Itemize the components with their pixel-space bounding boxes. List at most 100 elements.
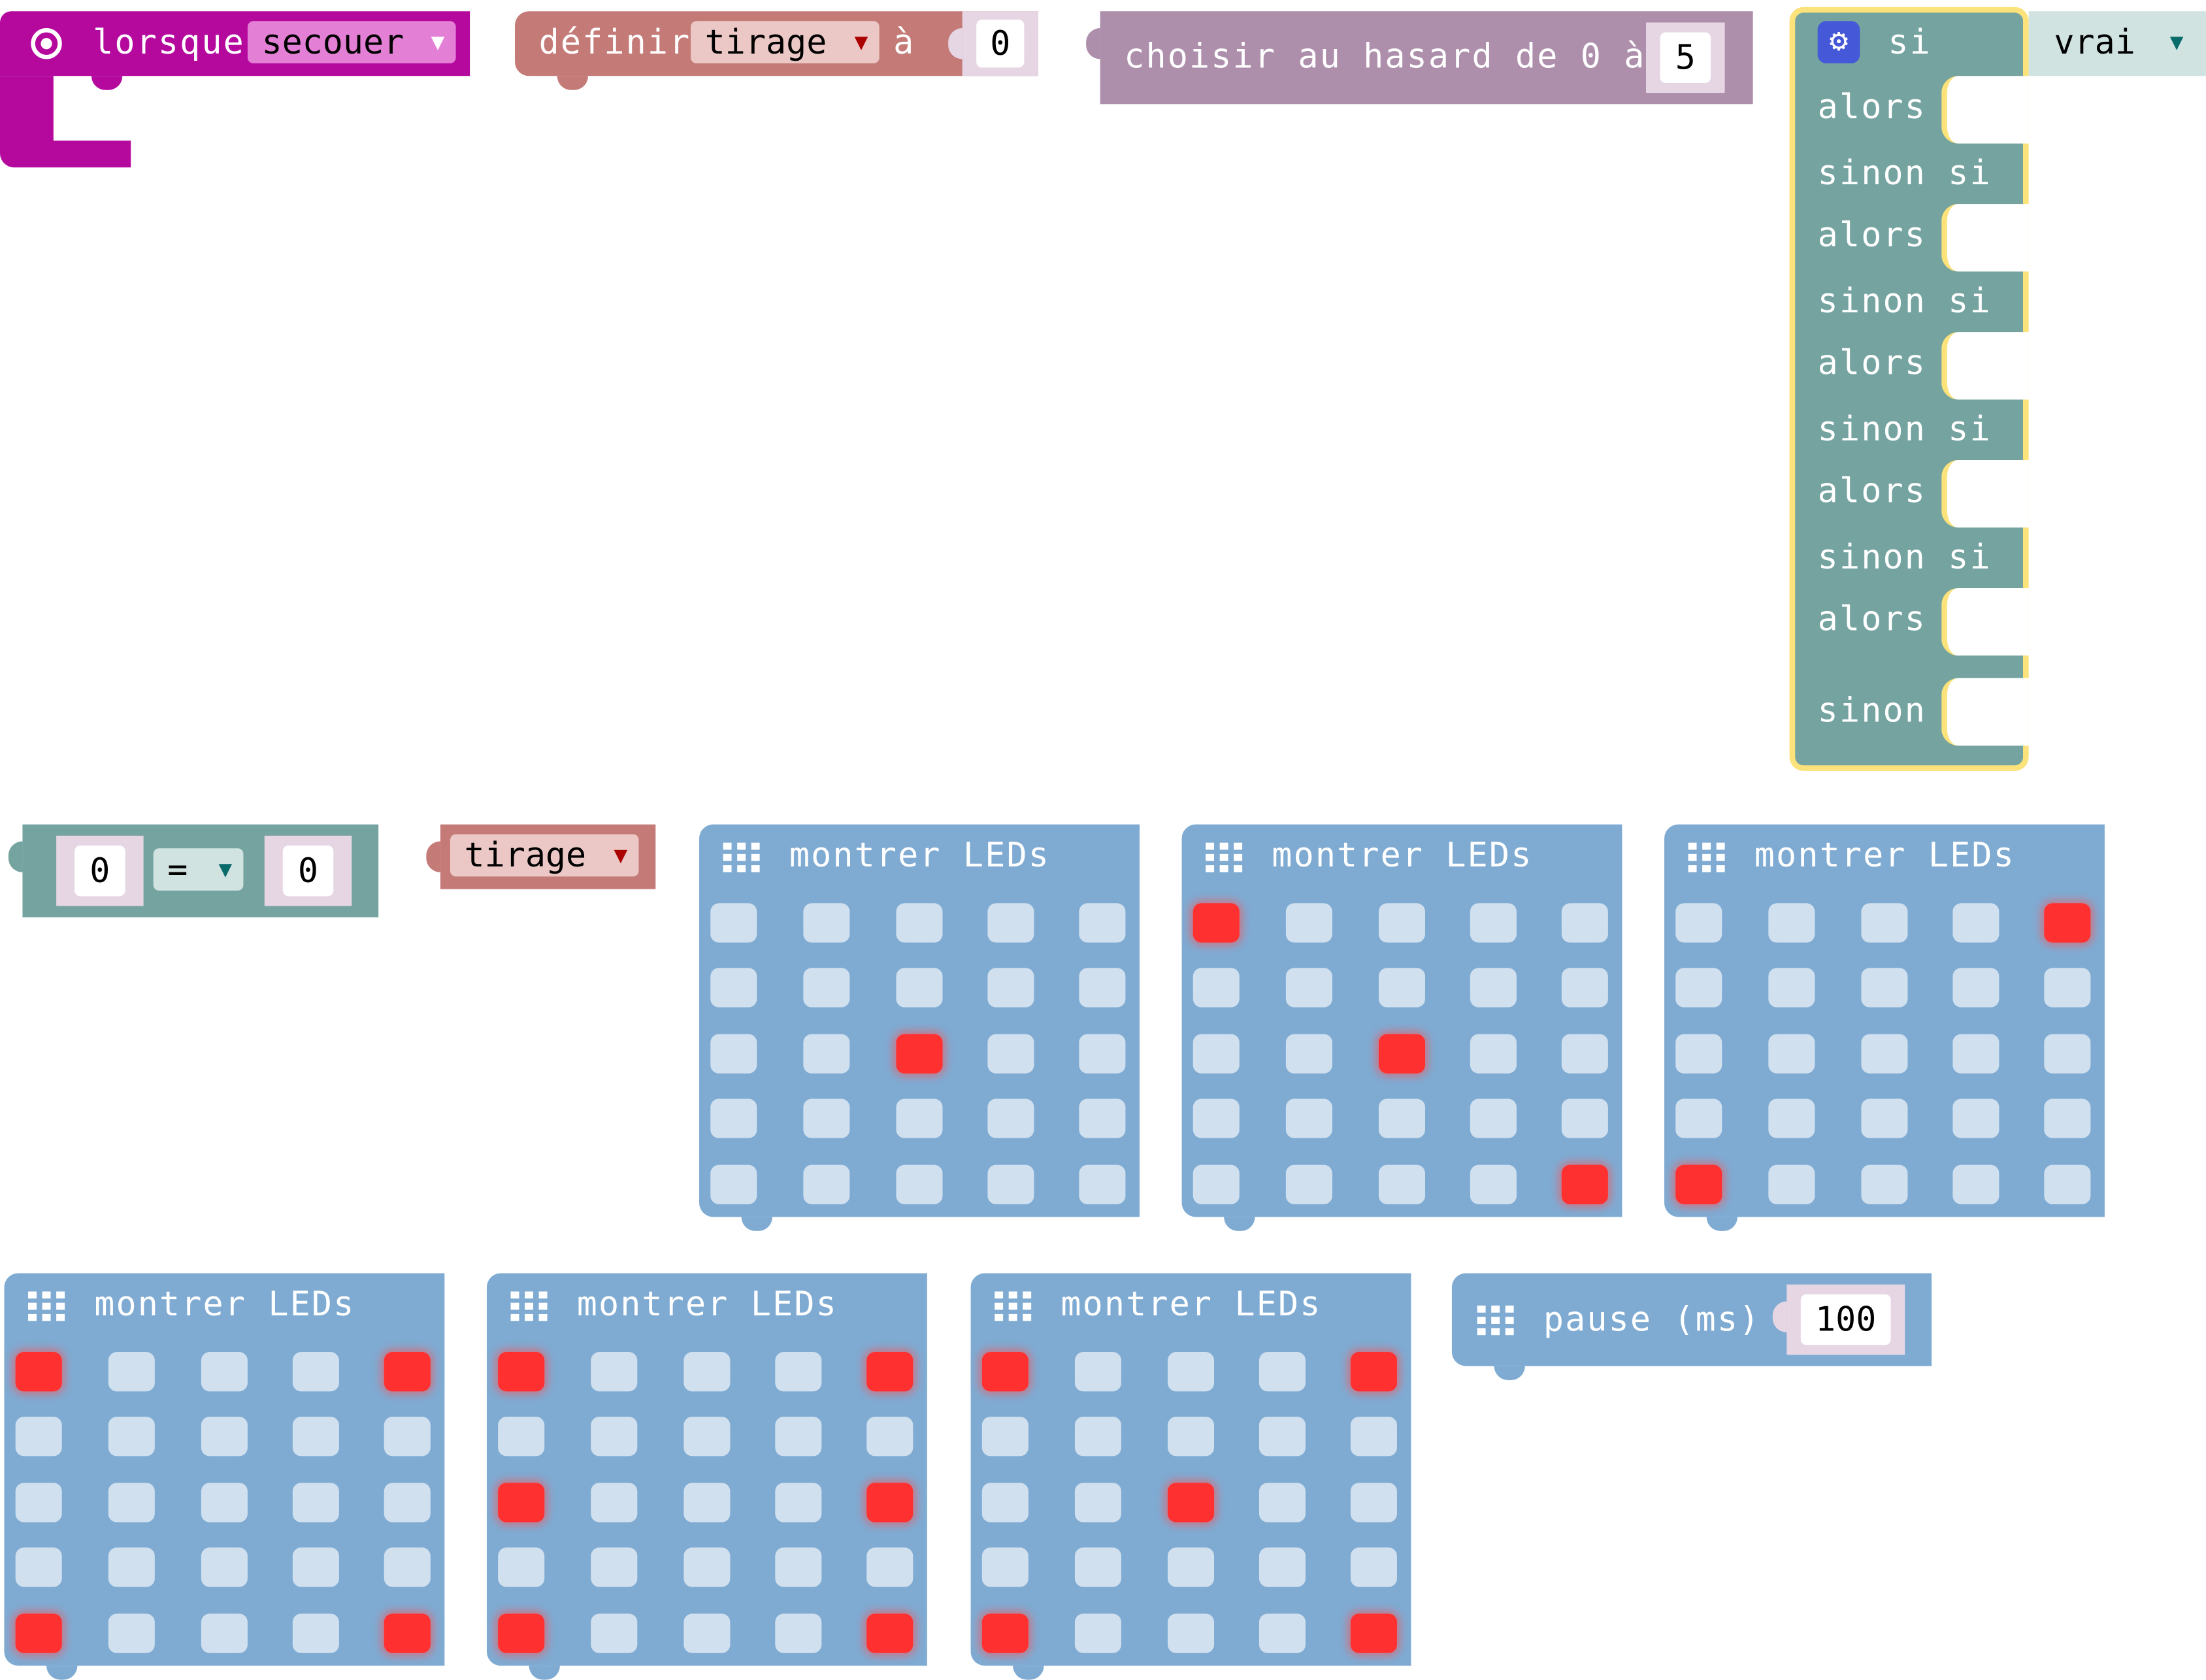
led-cell-off[interactable] [2044, 1034, 2091, 1074]
led-cell-off[interactable] [591, 1547, 638, 1587]
led-cell-off[interactable] [987, 903, 1034, 943]
led-cell-off[interactable] [710, 1164, 757, 1204]
led-cell-off[interactable] [2044, 1164, 2091, 1204]
random-max-input[interactable]: 5 [1660, 32, 1711, 84]
led-cell-on[interactable] [498, 1483, 545, 1523]
compare-right-input[interactable]: 0 [282, 845, 334, 897]
led-cell-off[interactable] [1378, 968, 1425, 1008]
led-cell-off[interactable] [1074, 1352, 1121, 1392]
led-cell-off[interactable] [987, 1034, 1034, 1074]
led-cell-off[interactable] [1079, 1098, 1126, 1138]
led-cell-off[interactable] [1079, 1164, 1126, 1204]
show-leds-block[interactable] [699, 824, 1140, 1217]
led-cell-on[interactable] [866, 1613, 914, 1653]
led-cell-off[interactable] [1193, 1098, 1240, 1138]
led-cell-off[interactable] [1470, 968, 1517, 1008]
led-cell-off[interactable] [201, 1417, 248, 1457]
led-cell-off[interactable] [1378, 903, 1425, 943]
set-value-input[interactable]: 0 [976, 20, 1025, 68]
led-cell-on[interactable] [2044, 903, 2091, 943]
led-cell-off[interactable] [1768, 1034, 1815, 1074]
led-cell-off[interactable] [987, 1164, 1034, 1204]
led-cell-off[interactable] [1378, 1098, 1425, 1138]
led-cell-off[interactable] [896, 1164, 943, 1204]
led-cell-on[interactable] [384, 1352, 431, 1392]
led-cell-off[interactable] [1350, 1417, 1397, 1457]
pause-value-input[interactable]: 100 [1800, 1294, 1891, 1345]
led-cell-off[interactable] [683, 1417, 731, 1457]
led-cell-off[interactable] [1350, 1483, 1397, 1523]
led-cell-off[interactable] [591, 1352, 638, 1392]
led-cell-off[interactable] [2044, 968, 2091, 1008]
led-cell-off[interactable] [987, 1098, 1034, 1138]
led-cell-off[interactable] [1675, 903, 1722, 943]
led-cell-off[interactable] [981, 1417, 1029, 1457]
led-cell-off[interactable] [292, 1613, 339, 1653]
led-cell-off[interactable] [987, 968, 1034, 1008]
led-cell-off[interactable] [1079, 968, 1126, 1008]
led-cell-off[interactable] [498, 1417, 545, 1457]
led-cell-off[interactable] [775, 1483, 822, 1523]
led-cell-off[interactable] [683, 1547, 731, 1587]
led-cell-off[interactable] [1768, 903, 1815, 943]
led-cell-off[interactable] [1079, 1034, 1126, 1074]
led-cell-on[interactable] [866, 1483, 914, 1523]
led-cell-off[interactable] [1675, 968, 1722, 1008]
led-cell-off[interactable] [201, 1547, 248, 1587]
led-cell-off[interactable] [1470, 1164, 1517, 1204]
led-cell-on[interactable] [866, 1352, 914, 1392]
led-cell-off[interactable] [1768, 968, 1815, 1008]
led-cell-off[interactable] [1259, 1352, 1306, 1392]
led-cell-off[interactable] [1470, 903, 1517, 943]
led-cell-off[interactable] [1952, 1164, 2000, 1204]
led-cell-off[interactable] [1285, 1164, 1332, 1204]
led-cell-off[interactable] [1079, 903, 1126, 943]
led-cell-off[interactable] [775, 1547, 822, 1587]
led-cell-off[interactable] [201, 1352, 248, 1392]
led-cell-off[interactable] [896, 903, 943, 943]
led-cell-off[interactable] [1952, 903, 2000, 943]
led-cell-off[interactable] [108, 1483, 155, 1523]
show-leds-block[interactable] [486, 1273, 927, 1666]
led-cell-off[interactable] [292, 1417, 339, 1457]
led-cell-off[interactable] [591, 1417, 638, 1457]
led-cell-off[interactable] [201, 1483, 248, 1523]
led-cell-off[interactable] [1470, 1034, 1517, 1074]
led-cell-off[interactable] [292, 1352, 339, 1392]
show-leds-block[interactable] [4, 1273, 445, 1666]
led-cell-off[interactable] [1259, 1417, 1306, 1457]
led-cell-off[interactable] [1952, 968, 2000, 1008]
led-cell-off[interactable] [710, 968, 757, 1008]
led-cell-off[interactable] [108, 1417, 155, 1457]
led-cell-off[interactable] [1350, 1547, 1397, 1587]
led-cell-off[interactable] [1861, 968, 1908, 1008]
show-leds-block[interactable] [970, 1273, 1411, 1666]
gear-icon[interactable]: ⚙ [1817, 21, 1860, 63]
led-cell-off[interactable] [1193, 1164, 1240, 1204]
led-cell-off[interactable] [710, 1034, 757, 1074]
variable-get-dropdown[interactable]: tirage ▼ [450, 834, 639, 877]
variable-dropdown[interactable]: tirage ▼ [691, 21, 880, 63]
led-cell-off[interactable] [896, 1098, 943, 1138]
led-cell-off[interactable] [1193, 1034, 1240, 1074]
led-cell-off[interactable] [1768, 1164, 1815, 1204]
led-cell-off[interactable] [1561, 1034, 1608, 1074]
led-cell-on[interactable] [498, 1352, 545, 1392]
led-cell-off[interactable] [201, 1613, 248, 1653]
random-block[interactable] [1100, 11, 1753, 105]
led-cell-off[interactable] [896, 968, 943, 1008]
led-cell-off[interactable] [292, 1483, 339, 1523]
led-cell-off[interactable] [710, 1098, 757, 1138]
led-cell-on[interactable] [981, 1613, 1029, 1653]
led-cell-off[interactable] [15, 1483, 62, 1523]
led-cell-off[interactable] [803, 1164, 850, 1204]
led-cell-off[interactable] [1675, 1034, 1722, 1074]
led-cell-off[interactable] [683, 1613, 731, 1653]
led-cell-off[interactable] [1167, 1417, 1215, 1457]
led-cell-on[interactable] [498, 1613, 545, 1653]
led-cell-off[interactable] [981, 1547, 1029, 1587]
show-leds-block[interactable] [1181, 824, 1622, 1217]
led-cell-off[interactable] [1470, 1098, 1517, 1138]
gesture-dropdown[interactable]: secouer ▼ [247, 21, 456, 63]
led-cell-off[interactable] [1285, 903, 1332, 943]
